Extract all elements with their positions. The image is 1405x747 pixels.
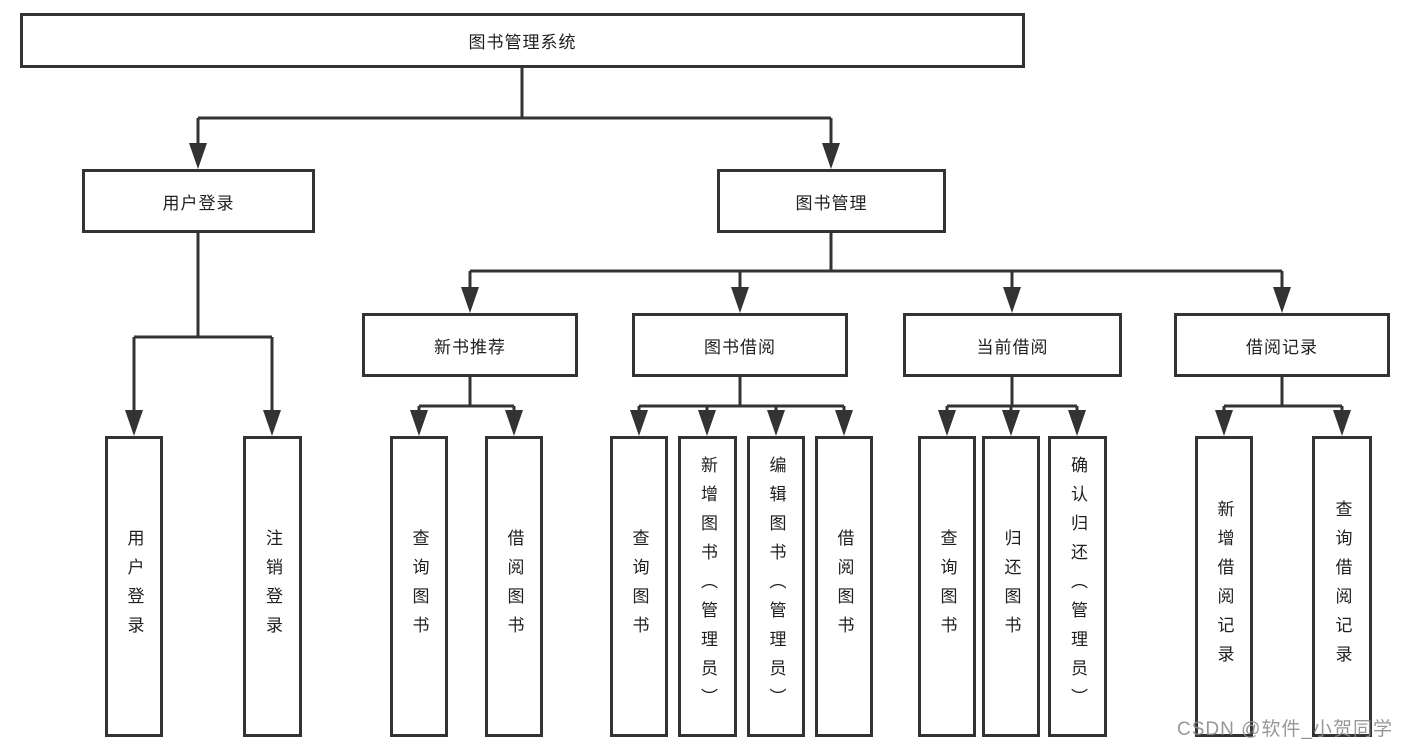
arrow-down-icon: [505, 410, 523, 436]
node-library-system-label: 图书管理系统: [468, 33, 577, 52]
arrow-down-icon: [822, 143, 840, 169]
arrow-down-icon: [630, 410, 648, 436]
leaf-query-borrow-record-label: 查询借阅记录: [1332, 499, 1352, 674]
node-book-management-label: 图书管理: [795, 193, 868, 213]
arrow-down-icon: [410, 410, 428, 436]
arrow-down-icon: [1215, 410, 1233, 436]
arrow-down-icon: [731, 287, 749, 313]
arrow-down-icon: [189, 143, 207, 169]
leaf-confirm-return-admin: 确认归还（管理员）: [1048, 436, 1107, 737]
leaf-query-books-borrow-label: 查询图书: [629, 528, 649, 645]
leaf-return-books: 归还图书: [982, 436, 1040, 737]
arrow-down-icon: [835, 410, 853, 436]
node-current-borrowing: 当前借阅: [903, 313, 1122, 377]
arrow-down-icon: [263, 410, 281, 436]
leaf-confirm-return-admin-label: 确认归还（管理员）: [1068, 456, 1087, 717]
node-library-system: 图书管理系统: [20, 13, 1025, 68]
leaf-logout-label: 注销登录: [263, 528, 282, 645]
leaf-borrow-books-borrow: 借阅图书: [815, 436, 873, 737]
leaf-return-books-label: 归还图书: [1001, 528, 1021, 645]
watermark: CSDN @软件_小贺同学: [1177, 719, 1393, 740]
leaf-add-book-admin-label: 新增图书（管理员）: [698, 456, 717, 717]
node-current-borrowing-label: 当前借阅: [976, 337, 1049, 357]
arrow-down-icon: [698, 410, 716, 436]
leaf-add-book-admin: 新增图书（管理员）: [678, 436, 737, 737]
arrow-down-icon: [1003, 287, 1021, 313]
node-new-book-recommend-label: 新书推荐: [434, 337, 506, 357]
leaf-query-borrow-record: 查询借阅记录: [1312, 436, 1372, 737]
arrow-down-icon: [1333, 410, 1351, 436]
node-book-borrowing: 图书借阅: [632, 313, 848, 377]
leaf-logout: 注销登录: [243, 436, 302, 737]
leaf-borrow-books-recommend-label: 借阅图书: [504, 528, 524, 645]
node-borrow-records: 借阅记录: [1174, 313, 1390, 377]
node-user-login: 用户登录: [82, 169, 315, 233]
arrow-down-icon: [1002, 410, 1020, 436]
connector-arrowheads: [125, 143, 1351, 436]
leaf-query-books-borrow: 查询图书: [610, 436, 668, 737]
node-borrow-records-label: 借阅记录: [1246, 337, 1318, 357]
node-new-book-recommend: 新书推荐: [362, 313, 578, 377]
leaf-edit-book-admin-label: 编辑图书（管理员）: [766, 456, 786, 717]
leaf-borrow-books-borrow-label: 借阅图书: [834, 528, 854, 645]
arrow-down-icon: [1068, 410, 1086, 436]
arrow-down-icon: [125, 410, 143, 436]
leaf-query-books-recommend: 查询图书: [390, 436, 448, 737]
leaf-add-borrow-record-label: 新增借阅记录: [1214, 499, 1234, 674]
arrow-down-icon: [938, 410, 956, 436]
node-book-management: 图书管理: [717, 169, 946, 233]
node-book-borrowing-label: 图书借阅: [704, 337, 776, 357]
arrow-down-icon: [461, 287, 479, 313]
leaf-query-books-recommend-label: 查询图书: [409, 528, 429, 645]
node-user-login-label: 用户登录: [162, 193, 235, 213]
leaf-user-login: 用户登录: [105, 436, 163, 737]
leaf-query-books-current: 查询图书: [918, 436, 976, 737]
arrow-down-icon: [767, 410, 785, 436]
leaf-user-login-label: 用户登录: [124, 528, 144, 645]
leaf-add-borrow-record: 新增借阅记录: [1195, 436, 1253, 737]
arrow-down-icon: [1273, 287, 1291, 313]
connector-lines: [132, 68, 1344, 412]
leaf-query-books-current-label: 查询图书: [937, 528, 957, 645]
leaf-borrow-books-recommend: 借阅图书: [485, 436, 543, 737]
leaf-edit-book-admin: 编辑图书（管理员）: [747, 436, 805, 737]
